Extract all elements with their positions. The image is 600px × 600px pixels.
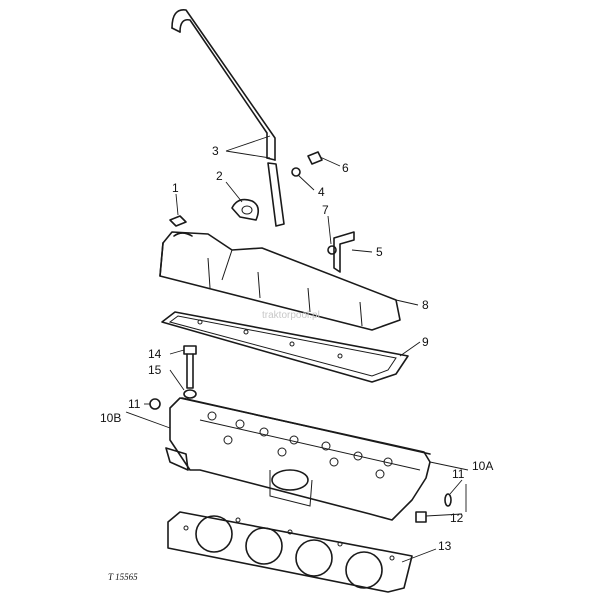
nut-7 bbox=[327, 245, 337, 255]
head-gasket bbox=[167, 511, 413, 593]
callout-11-left: 11 bbox=[128, 397, 141, 411]
rocker-cover bbox=[159, 231, 401, 331]
rocker-cover-gasket bbox=[161, 311, 409, 383]
leader-lines bbox=[125, 135, 469, 563]
callout-14: 14 bbox=[148, 347, 162, 361]
callout-12: 12 bbox=[450, 511, 464, 525]
callout-4: 4 bbox=[318, 185, 325, 199]
washer-15 bbox=[183, 389, 197, 399]
callout-2: 2 bbox=[216, 169, 223, 183]
callout-3: 3 bbox=[212, 144, 219, 158]
callout-10B: 10B bbox=[100, 411, 121, 425]
callout-10A: 10A bbox=[472, 459, 493, 473]
bolt-14 bbox=[183, 345, 197, 389]
screw-6 bbox=[307, 151, 323, 165]
callout-8: 8 bbox=[422, 298, 429, 312]
seal-11-right bbox=[444, 493, 452, 507]
callout-11-right: 11 bbox=[452, 467, 465, 481]
plug-12 bbox=[415, 511, 427, 523]
watermark: traktorpool.pl bbox=[262, 310, 320, 321]
tube-clip bbox=[231, 198, 260, 221]
callout-9: 9 bbox=[422, 335, 429, 349]
figure-number: T 15565 bbox=[108, 572, 138, 582]
callout-7: 7 bbox=[322, 203, 329, 217]
washer-4 bbox=[291, 167, 301, 177]
bracket-5 bbox=[333, 231, 355, 273]
seal-11-left bbox=[149, 398, 161, 410]
breather-tube bbox=[171, 9, 285, 227]
callout-5: 5 bbox=[376, 245, 383, 259]
callout-15: 15 bbox=[148, 363, 162, 377]
callout-1: 1 bbox=[172, 181, 179, 195]
callout-13: 13 bbox=[438, 539, 452, 553]
callout-6: 6 bbox=[342, 161, 349, 175]
filler-cap-1 bbox=[169, 215, 187, 227]
cylinder-head bbox=[165, 397, 431, 521]
